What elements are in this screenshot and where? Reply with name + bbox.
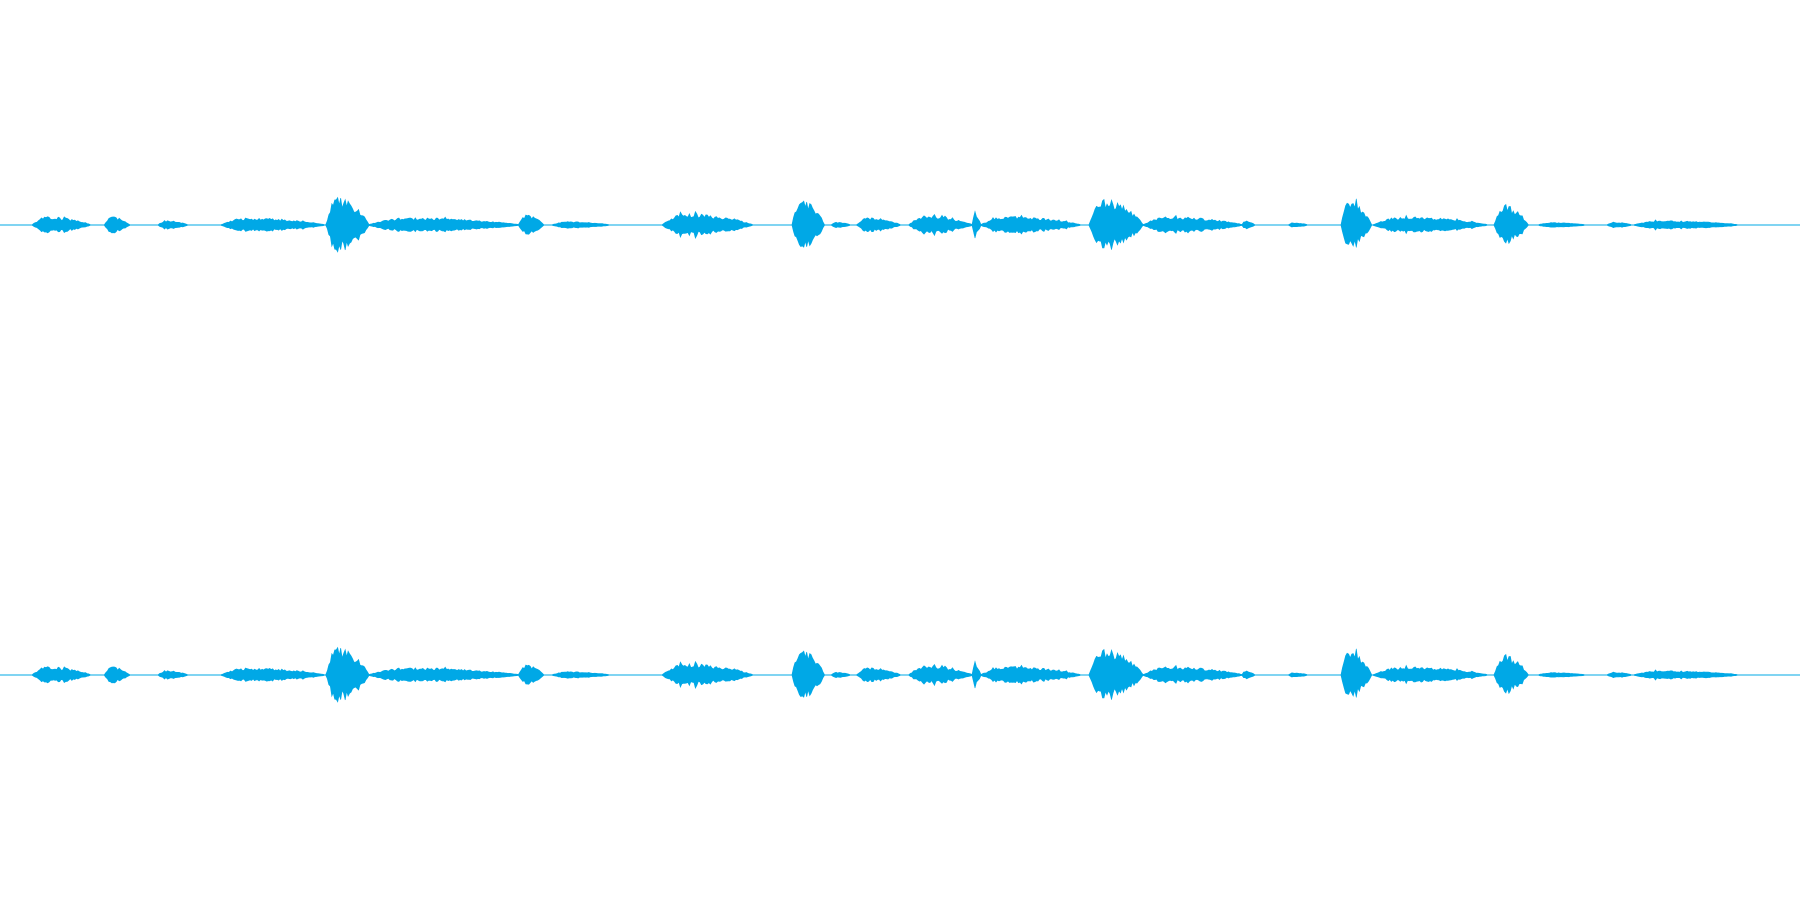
channel-right-burst [518, 664, 544, 685]
channel-left-burst [104, 216, 130, 234]
channel-right-burst [104, 666, 130, 684]
channel-right-burst [662, 660, 753, 690]
channel-left-burst [980, 214, 1081, 235]
channel-right-burst [971, 660, 982, 689]
channel-left-waveform [0, 196, 1800, 253]
channel-left-burst [831, 221, 850, 229]
channel-right-burst [908, 663, 973, 687]
channel-left-burst [221, 217, 325, 232]
channel-right-burst [1607, 671, 1632, 679]
channel-left-burst [32, 216, 91, 234]
channel-right-burst [856, 667, 901, 683]
channel-left-burst [856, 217, 901, 233]
channel-left-burst [1538, 222, 1585, 228]
channel-left-burst [518, 214, 544, 235]
channel-right-burst [368, 666, 519, 683]
channel-left-burst [1142, 214, 1243, 234]
channel-left-burst [368, 216, 519, 233]
channel-left-burst [1634, 219, 1738, 231]
channel-right[interactable] [0, 450, 1800, 900]
channel-right-burst [1088, 648, 1144, 700]
channel-right-burst [325, 646, 370, 703]
channel-left-burst [158, 220, 188, 230]
channel-right-burst [32, 666, 91, 684]
channel-right-burst [980, 664, 1081, 685]
channel-left-burst [1088, 198, 1144, 250]
channel-right-waveform [0, 646, 1800, 703]
channel-right-burst [158, 670, 188, 680]
channel-right-burst [1634, 669, 1738, 681]
channel-right-burst [552, 671, 609, 679]
channel-left-burst [1288, 222, 1308, 228]
channel-right-burst [831, 671, 850, 679]
channel-left[interactable] [0, 0, 1800, 450]
channel-right-burst [1373, 664, 1488, 685]
channel-right-burst [1493, 653, 1529, 695]
channel-left-burst [971, 210, 982, 239]
channel-right-burst [1241, 670, 1255, 680]
channel-left-burst [1607, 221, 1632, 229]
channel-left-burst [552, 221, 609, 229]
channel-right-burst [1288, 672, 1308, 678]
channel-right-burst [1142, 664, 1243, 684]
channel-right-burst [1538, 672, 1585, 678]
channel-right-burst [791, 650, 825, 698]
channel-left-burst [1241, 220, 1255, 230]
channel-left-burst [1340, 198, 1372, 248]
channel-left-burst [1493, 203, 1529, 245]
channel-right-burst [1340, 648, 1372, 698]
channel-left-burst [662, 210, 753, 240]
channel-left-burst [325, 196, 370, 253]
channel-left-burst [908, 213, 973, 237]
channel-right-burst [221, 667, 325, 682]
channel-left-burst [791, 200, 825, 248]
channel-left-burst [1373, 214, 1488, 235]
